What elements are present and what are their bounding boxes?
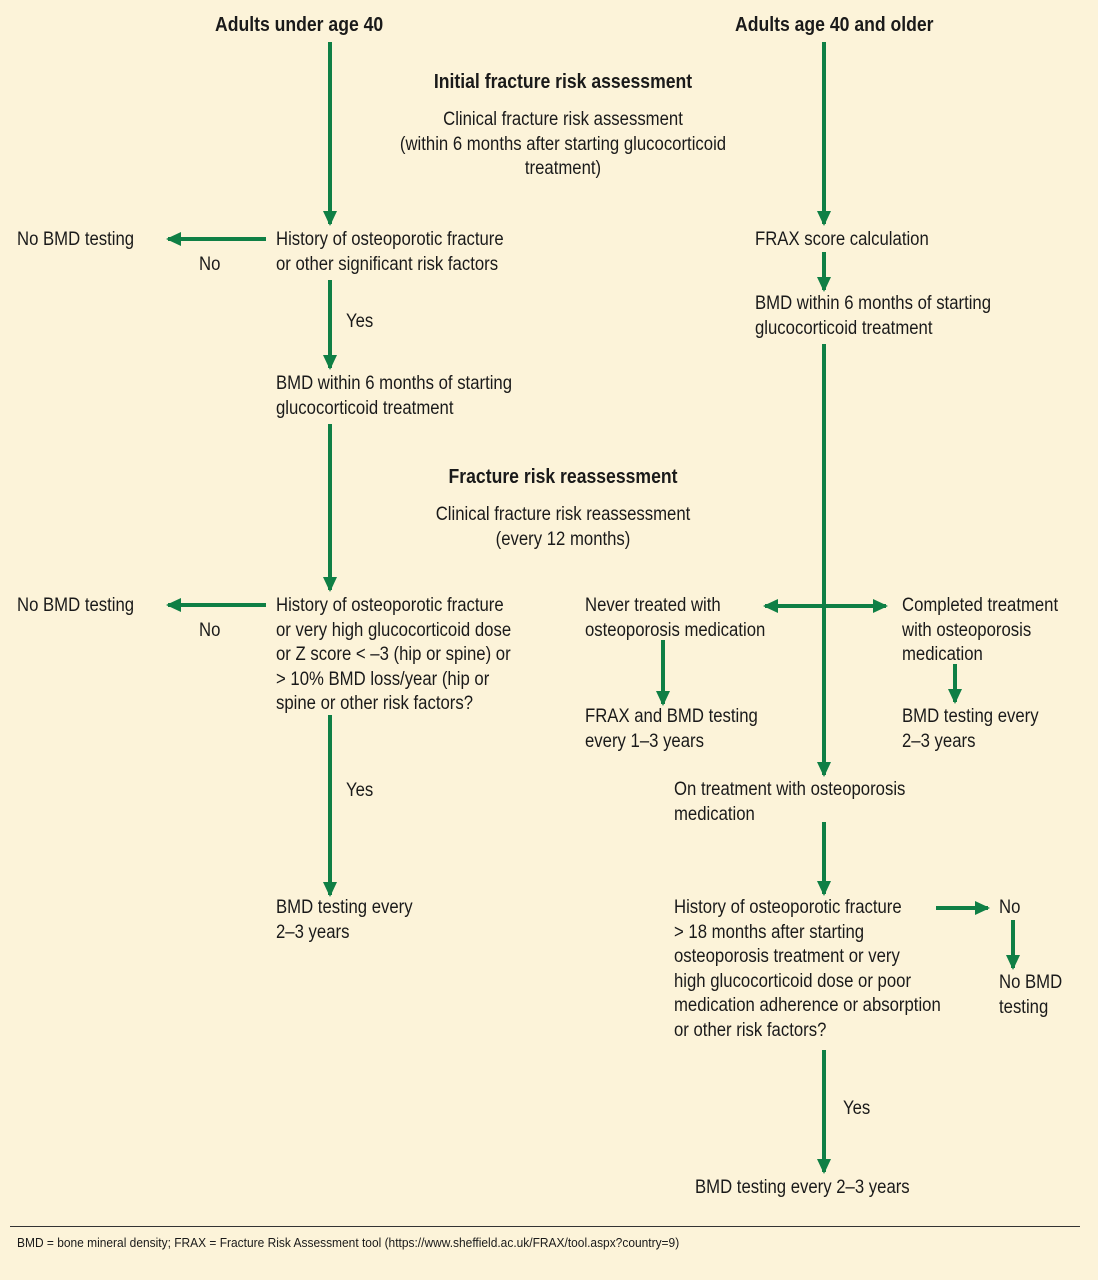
no-label-1: No: [199, 254, 221, 275]
bmd-testing-every-left: BMD testing every 2–3 years: [276, 897, 413, 943]
history-fracture-left: History of osteoporotic fracture or othe…: [276, 229, 504, 275]
completed-treatment: Completed treatment with osteoporosis me…: [902, 595, 1059, 665]
footnote: BMD = bone mineral density; FRAX = Fract…: [17, 1235, 680, 1250]
no-label-2: No: [199, 620, 221, 641]
yes-label-2: Yes: [346, 780, 374, 801]
footnote-divider: [10, 1226, 1080, 1227]
clinical-reassessment: Clinical fracture risk reassessment (eve…: [435, 504, 691, 550]
right-column-heading: Adults age 40 and older: [735, 14, 934, 36]
bmd-within-6mo-right: BMD within 6 months of starting glucocor…: [755, 293, 992, 339]
yes-label-3: Yes: [843, 1098, 871, 1119]
clinical-initial-assessment: Clinical fracture risk assessment (withi…: [399, 109, 727, 179]
yes-label-1: Yes: [346, 311, 374, 332]
no-label-3: No: [999, 897, 1021, 918]
frax-and-bmd-testing: FRAX and BMD testing every 1–3 years: [585, 706, 758, 752]
bmd-testing-every-right: BMD testing every 2–3 years: [902, 706, 1039, 752]
bmd-within-6mo-left: BMD within 6 months of starting glucocor…: [276, 373, 513, 419]
on-treatment: On treatment with osteoporosis medicatio…: [674, 779, 906, 825]
no-bmd-testing-2: No BMD testing: [17, 595, 135, 616]
never-treated: Never treated with osteoporosis medicati…: [585, 595, 766, 641]
left-column-heading: Adults under age 40: [215, 14, 384, 36]
reassessment-heading: Fracture risk reassessment: [448, 466, 678, 488]
bmd-testing-every-final: BMD testing every 2–3 years: [695, 1177, 910, 1198]
history-fracture-right: History of osteoporotic fracture > 18 mo…: [674, 897, 941, 1041]
history-fracture-left-2: History of osteoporotic fracture or very…: [276, 595, 512, 714]
no-bmd-testing-3: No BMD testing: [999, 972, 1063, 1018]
no-bmd-testing-1: No BMD testing: [17, 229, 135, 250]
frax-score-calculation: FRAX score calculation: [755, 229, 929, 250]
initial-assessment-heading: Initial fracture risk assessment: [433, 71, 693, 93]
